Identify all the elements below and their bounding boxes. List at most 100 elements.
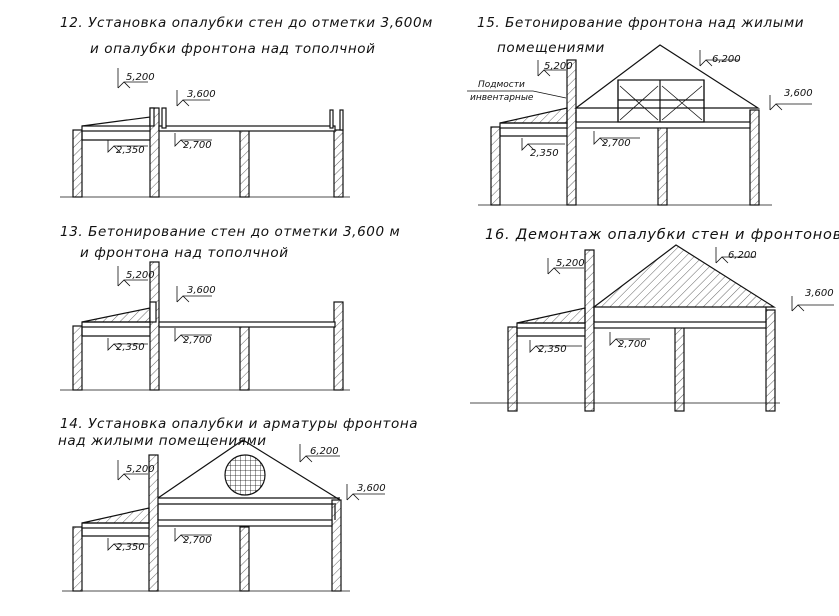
level-mark — [107, 538, 148, 551]
level-label: 6,200 — [310, 446, 339, 457]
level-label: 5,200 — [556, 258, 585, 269]
level-mark — [117, 266, 148, 287]
ceiling-slab — [575, 121, 751, 129]
wall — [749, 109, 760, 206]
wall — [674, 326, 685, 412]
level-label: 5,200 — [126, 464, 155, 475]
stage-12-caption-line1: 12. Установка опалубки стен до отметки 3… — [60, 15, 433, 31]
level-label: 2,350 — [530, 148, 559, 159]
wall — [72, 325, 83, 391]
stage-12-caption-line2: и опалубки фронтона над тополчной — [90, 41, 376, 57]
wall — [584, 249, 595, 412]
level-mark — [174, 328, 212, 342]
level-mark — [715, 247, 756, 264]
formwork-board — [329, 109, 334, 129]
floor-slab — [81, 125, 151, 132]
wall — [239, 325, 250, 391]
floor-slab — [81, 321, 151, 328]
level-label: 3,600 — [805, 288, 834, 299]
level-label: 5,200 — [544, 61, 573, 72]
wall — [657, 126, 668, 206]
floor-slab — [499, 122, 568, 129]
stage-14-caption-line1: 14. Установка опалубки и арматуры фронто… — [60, 416, 418, 432]
level-label: 3,600 — [784, 88, 813, 99]
stage-13-caption-line2: и фронтона над тополчной — [80, 245, 289, 261]
level-mark — [346, 484, 385, 501]
gable-sides — [157, 505, 336, 520]
porch-floor — [81, 327, 150, 337]
porch-roof-concrete — [516, 307, 586, 324]
stage-14: 14. Установка опалубки и арматуры фронто… — [58, 416, 418, 592]
ceiling-slab — [158, 321, 336, 328]
floor-slab — [516, 322, 586, 329]
wall — [333, 129, 344, 198]
level-label: 2,350 — [116, 145, 145, 156]
inventory-scaffolding — [617, 79, 705, 123]
gable-concrete — [592, 244, 777, 308]
level-label: 5,200 — [126, 270, 155, 281]
level-label: 3,600 — [187, 285, 216, 296]
wall — [490, 126, 501, 206]
level-label: 3,600 — [357, 483, 386, 494]
level-mark — [176, 286, 212, 303]
level-mark — [107, 338, 148, 351]
porch-floor — [499, 128, 567, 137]
ceiling-slab — [158, 125, 336, 132]
rebar-mesh-icon — [224, 454, 266, 496]
stage-16: 16. Демонтаж опалубки стен и фронтонов 5… — [470, 227, 839, 412]
stage-15-caption-line2: помещениями — [497, 40, 605, 56]
stage-14-caption-line2: над жилыми помещениями — [58, 433, 267, 449]
level-mark — [537, 60, 566, 77]
wall — [149, 261, 160, 391]
level-mark — [769, 95, 812, 111]
porch-roof-concrete — [81, 507, 150, 524]
level-label: 3,600 — [187, 89, 216, 100]
level-mark — [176, 90, 210, 107]
gable-sides — [575, 110, 751, 122]
porch-roof-formwork — [81, 116, 151, 127]
porch-floor — [81, 528, 149, 537]
level-mark — [547, 258, 584, 275]
level-mark — [299, 444, 340, 463]
wall — [507, 326, 518, 412]
formwork-board — [339, 109, 344, 131]
level-label: 6,200 — [712, 54, 741, 65]
wall — [765, 309, 776, 412]
level-mark — [791, 296, 834, 312]
level-label: 2,700 — [183, 335, 212, 346]
level-mark — [107, 140, 148, 153]
level-label: 2,350 — [116, 342, 145, 353]
stage-15-caption-line1: 15. Бетонирование фронтона над жилыми — [477, 15, 804, 31]
leader-line — [467, 90, 567, 99]
level-mark — [609, 332, 650, 346]
gable-sides — [593, 307, 767, 322]
formwork-board — [149, 107, 155, 127]
level-label: 6,200 — [728, 250, 757, 261]
stage-12: 12. Установка опалубки стен до отметки 3… — [60, 15, 433, 198]
wall — [333, 301, 344, 391]
level-label: 2,350 — [116, 542, 145, 553]
ceiling-slab — [593, 321, 767, 329]
stage-13-caption-line1: 13. Бетонирование стен до отметки 3,600 … — [60, 224, 400, 240]
porch-floor — [516, 328, 585, 337]
porch-roof-concrete — [499, 107, 568, 124]
formwork-board — [149, 301, 157, 323]
level-mark — [593, 131, 640, 145]
level-label: 2,350 — [538, 344, 567, 355]
scaffold-note-line2: инвентарные — [470, 93, 534, 103]
wall — [72, 526, 83, 592]
scaffold-note-line1: Подмости — [478, 80, 525, 90]
level-mark — [521, 138, 565, 151]
level-label: 2,700 — [183, 140, 212, 151]
wall — [566, 59, 577, 206]
wall — [72, 129, 83, 198]
wall — [331, 499, 342, 592]
level-mark — [117, 460, 148, 481]
gable-formwork — [574, 44, 761, 109]
wall — [148, 454, 159, 592]
gable-formwork — [157, 439, 341, 501]
stage-16-caption: 16. Демонтаж опалубки стен и фронтонов — [485, 227, 839, 243]
floor-slab — [81, 522, 150, 529]
porch-roof-concrete — [81, 307, 151, 323]
